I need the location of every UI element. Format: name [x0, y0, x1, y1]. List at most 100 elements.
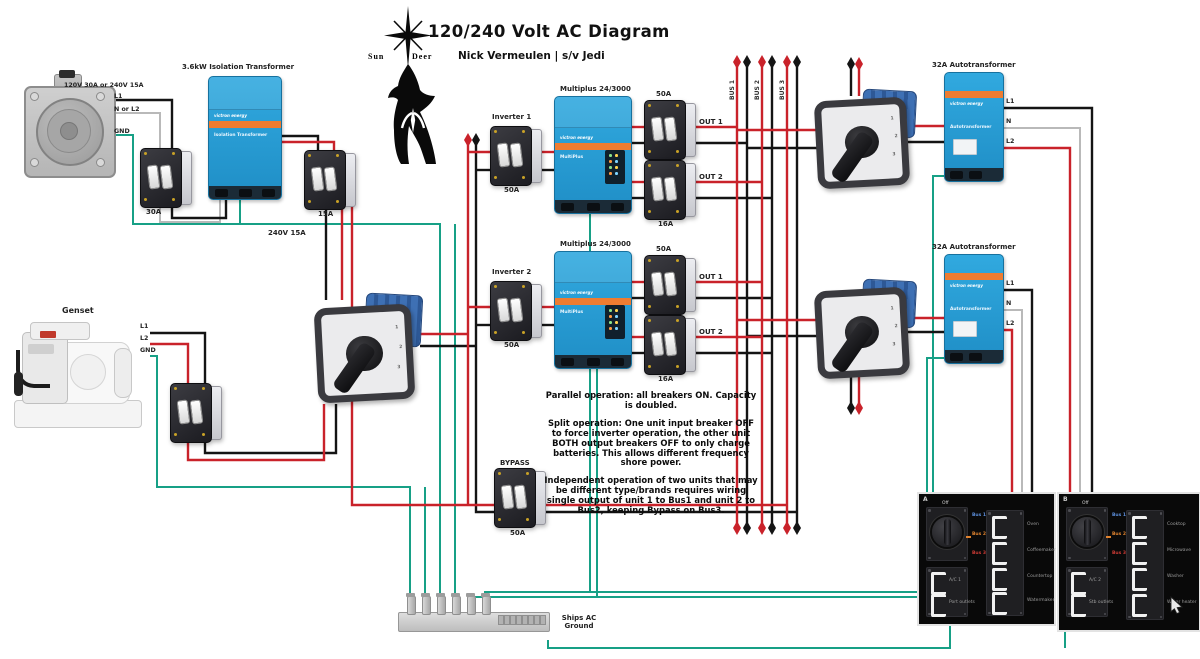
shore-n-label: N or L2: [114, 106, 140, 113]
panel-b-breaker-ac2: [1071, 572, 1086, 595]
panel-b-load-1: Cooktop: [1167, 522, 1186, 527]
panel-a-breaker-ac1: [931, 572, 946, 595]
panel-b-off-label: Off: [1082, 501, 1089, 506]
isolation-transformer-label: 3.6kW Isolation Transformer: [182, 63, 295, 71]
ships-ac-ground-label: Ships AC Ground: [561, 614, 597, 630]
autotransformer2-name: Autotransformer: [950, 307, 992, 312]
inverter2-feed-label: Inverter 2: [492, 268, 532, 276]
multiplus2-model: MultiPlus: [560, 310, 584, 315]
at2-l2-label: L2: [1006, 320, 1015, 327]
panel-a-breaker-port-outlets: [931, 594, 946, 617]
hot-wires: [150, 62, 1072, 528]
panel-b-breaker-microwave: [1132, 542, 1147, 565]
at2-n-label: N: [1006, 300, 1012, 307]
panel-a-load-3: Countertop: [1027, 574, 1053, 579]
panel-b-letter: B: [1063, 496, 1068, 503]
panel-b-breaker-cooktop: [1132, 516, 1147, 539]
breaker-genset: [170, 383, 222, 443]
panel-b-bus2: Bus 2: [1112, 532, 1127, 537]
at1-n-label: N: [1006, 118, 1012, 125]
panel-a-load-1: Oven: [1027, 522, 1039, 527]
breaker-unit1-out1: [644, 100, 696, 160]
isolation-transformer: victron energy Isolation Transformer: [208, 76, 282, 200]
out1-1-amp: 50A: [656, 90, 672, 98]
bus3-label: BUS 3: [779, 79, 786, 100]
victron-brand-text: victron energy: [214, 113, 247, 118]
panel-b-circuit-1: A/C 2: [1089, 578, 1102, 583]
logo-text-sun: Sun: [368, 52, 385, 61]
multiplus1-model: MultiPlus: [560, 155, 584, 160]
at1-l1-label: L1: [1006, 98, 1015, 105]
out1-1-label: OUT 1: [699, 118, 723, 126]
panel-b-circuit-2: Stb outlets: [1089, 600, 1114, 605]
out1-2-label: OUT 1: [699, 273, 723, 281]
panel-a-breaker-oven: [992, 516, 1007, 539]
isolation-output-label: 240V 15A: [268, 229, 306, 237]
red-arrowheads: [464, 55, 863, 535]
breaker-shore-30a: [140, 148, 192, 208]
out1-2-amp: 50A: [656, 245, 672, 253]
panel-a-circuit-2: Port outlets: [949, 600, 975, 605]
at1-l2-label: L2: [1006, 138, 1015, 145]
rotary-pos-3: 3: [892, 342, 896, 348]
page-subtitle: Nick Vermeulen | s/v Jedi: [458, 50, 605, 62]
panel-a-circuit-1: A/C 1: [949, 578, 962, 583]
led-panel: [605, 305, 625, 340]
panel-a-bus1: Bus 1: [972, 513, 987, 518]
panel-b-load-2: Microwave: [1167, 548, 1191, 553]
victron-brand-text: victron energy: [950, 101, 983, 106]
distribution-panel-a: A Off Bus 1 Bus 2 Bus 3 A/C 1 Port outle…: [917, 492, 1056, 626]
autotransformer-1: victron energy Autotransformer: [944, 72, 1004, 182]
inverter1-feed-label: Inverter 1: [492, 113, 532, 121]
bypass-label: BYPASS: [500, 459, 530, 467]
rotary-pos-2: 2: [399, 344, 403, 350]
breaker-15a-amp-label: 15A: [318, 210, 334, 218]
note-split: Split operation: One unit input breaker …: [548, 417, 754, 468]
victron-brand-text: victron energy: [560, 135, 593, 140]
panel-a-selected-tick: [966, 536, 971, 538]
panel-a-load-4: Watermaker: [1027, 598, 1055, 603]
rotary-pos-3: 3: [892, 152, 896, 158]
panel-b-breaker-washer: [1132, 568, 1147, 591]
panel-b-selected-tick: [1106, 536, 1111, 538]
panel-a-letter: A: [923, 496, 928, 503]
rotary-switch-bus-select-2: 1 2 3: [813, 278, 918, 380]
breaker-unit2-out1: [644, 255, 696, 315]
shore-power-inlet: [24, 70, 120, 178]
rotary-switch-source-selector: 1 2 3: [313, 292, 424, 404]
shore-gnd-label: GND: [114, 128, 130, 135]
rotary-pos-2: 2: [894, 134, 898, 140]
breaker-inverter2-input: [490, 281, 542, 341]
breaker-inverter1-input: [490, 126, 542, 186]
rotary-switch-bus-select-1: 1 2 3: [813, 88, 918, 190]
note-independent: Independent operation of two units that …: [544, 475, 758, 516]
panel-b-breaker-stb-outlets: [1071, 594, 1086, 617]
black-arrowheads: [472, 55, 855, 535]
victron-brand-text: victron energy: [950, 283, 983, 288]
panel-a-breaker-countertop: [992, 568, 1007, 591]
shore-rating-label: 120V 30A or 240V 15A: [64, 82, 144, 89]
bus1-label: BUS 1: [729, 79, 736, 100]
multiplus-1: victron energy MultiPlus: [554, 96, 632, 214]
logo-text-deer: Deer: [412, 52, 433, 61]
sundeer-jedi-logo: [384, 6, 436, 164]
bypass-amp: 50A: [510, 529, 526, 537]
panel-a-breaker-watermaker: [992, 592, 1007, 615]
panel-a-bus2: Bus 2: [972, 532, 987, 537]
out2-2-label: OUT 2: [699, 328, 723, 336]
line-wires: [110, 62, 1094, 528]
multiplus1-label: Multiplus 24/3000: [560, 85, 631, 93]
genset-gnd-label: GND: [140, 347, 156, 354]
operation-notes: Parallel operation: all breakers ON. Cap…: [542, 390, 760, 524]
panel-a-breaker-coffeemaker: [992, 542, 1007, 565]
breaker-bypass: [494, 468, 546, 528]
autotransformer-2: victron energy Autotransformer: [944, 254, 1004, 364]
autotransformer1-label: 32A Autotransformer: [932, 61, 1016, 69]
led-panel: [605, 150, 625, 185]
panel-b-breaker-water-heater: [1132, 594, 1147, 617]
panel-a-off-label: Off: [942, 501, 949, 506]
autotransformer1-name: Autotransformer: [950, 125, 992, 130]
rotary-pos-1: 1: [890, 306, 894, 312]
at2-l1-label: L1: [1006, 280, 1015, 287]
panel-b-load-4: Water heater: [1167, 600, 1197, 605]
